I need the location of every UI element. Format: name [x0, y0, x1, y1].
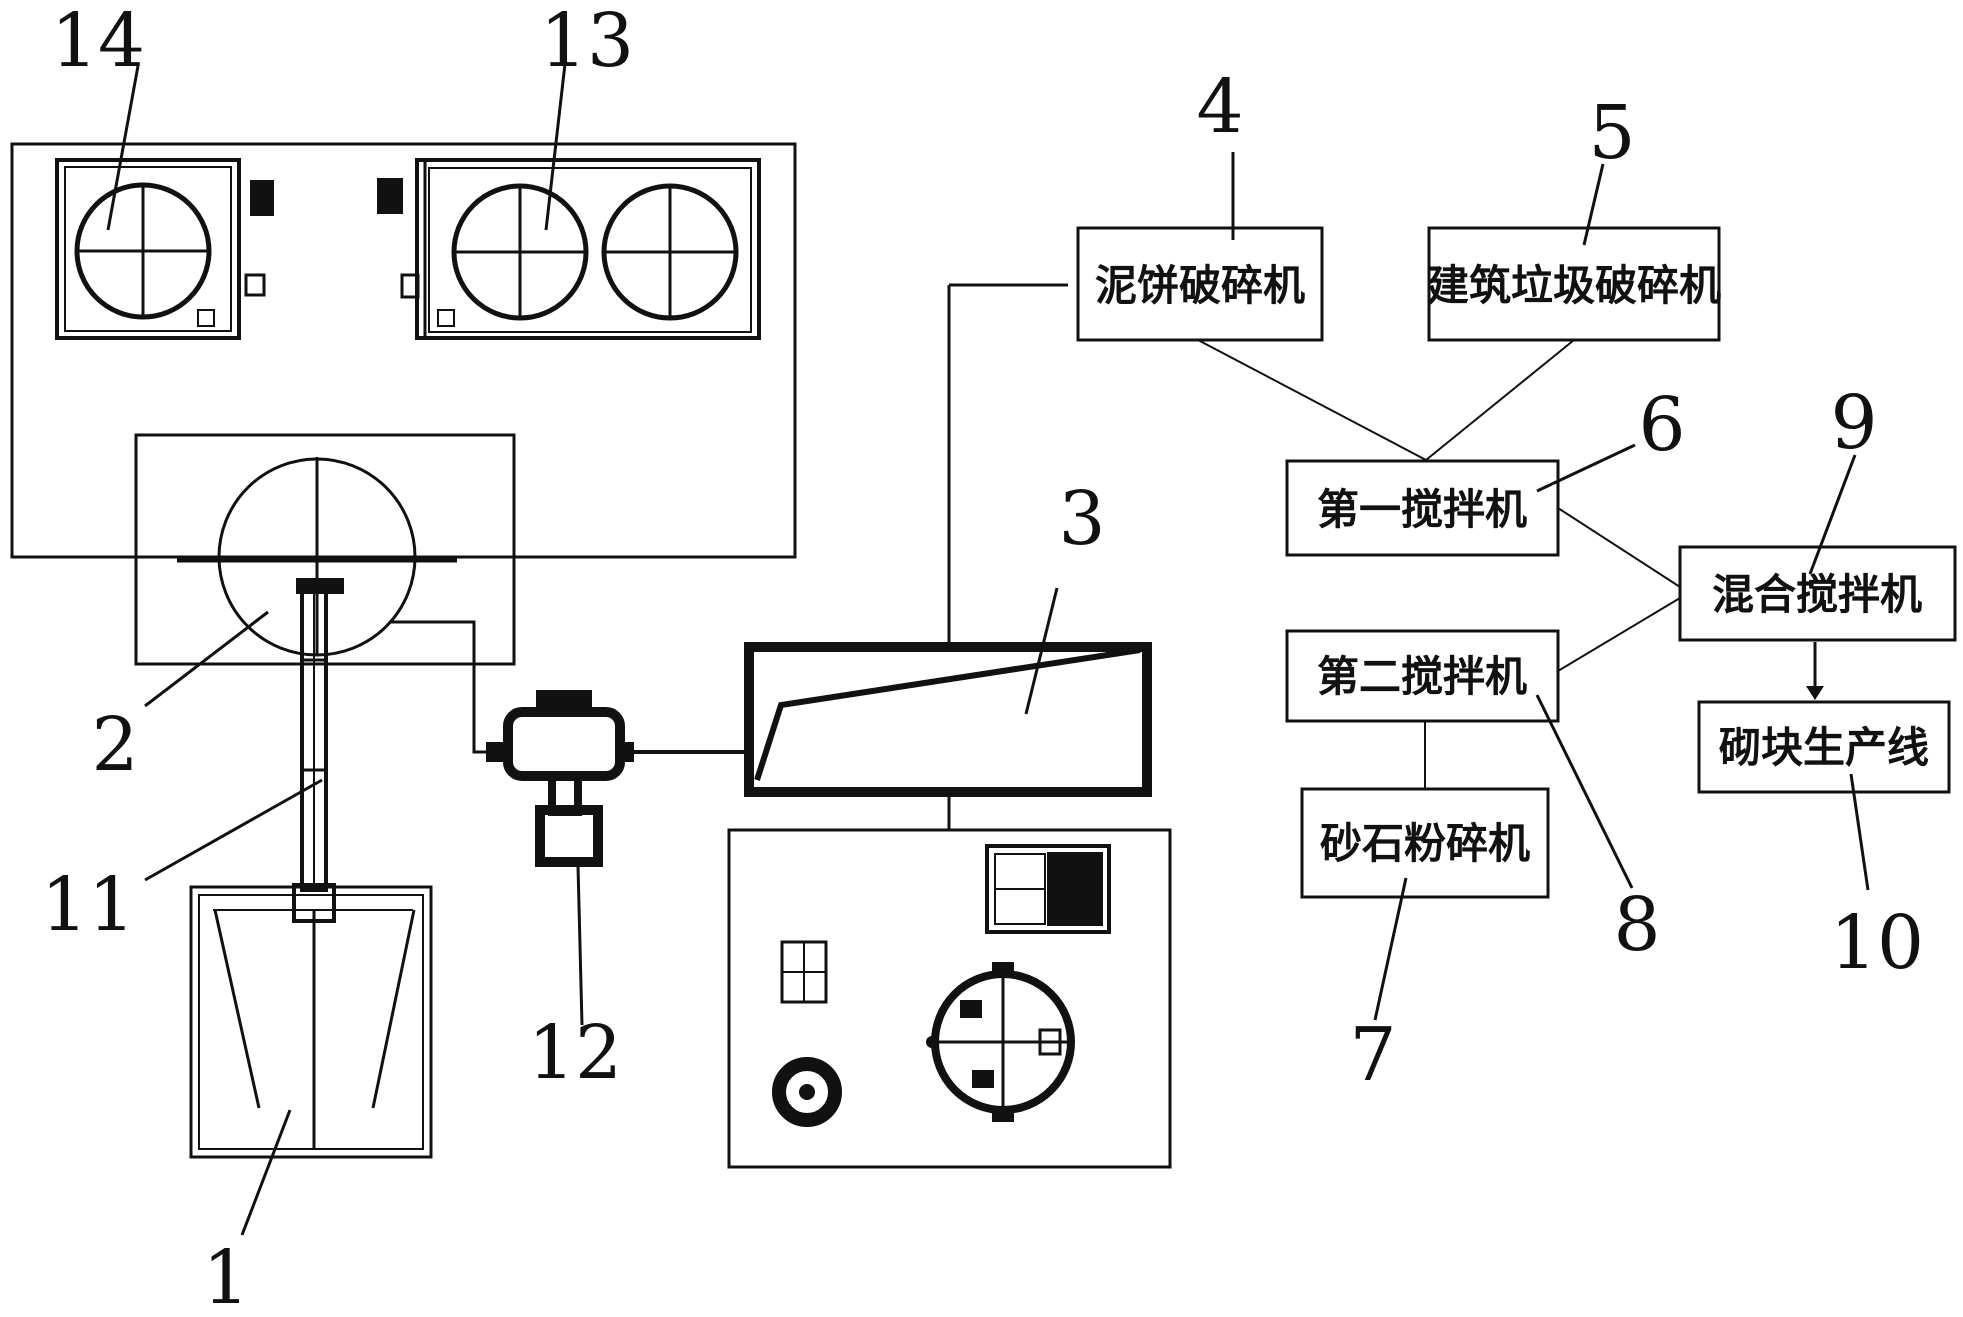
label-brick-production-line: 砌块生产线	[1719, 723, 1929, 772]
box-mixing-mixer	[1678, 545, 1957, 642]
ref-11: 11	[41, 862, 135, 948]
box-second-mixer	[1285, 629, 1560, 723]
label-first-mixer: 第一搅拌机	[1317, 485, 1527, 534]
leader-lines	[106, 63, 1870, 1236]
pump-12	[486, 690, 746, 867]
ref-1: 1	[202, 1235, 249, 1317]
box-construction-waste-crusher	[1427, 226, 1721, 342]
filter-press-unit-14	[55, 158, 274, 340]
box-mud-cake-crusher	[1076, 226, 1324, 342]
label-mud-cake-crusher: 泥饼破碎机	[1095, 261, 1305, 310]
label-sand-stone-crusher: 砂石粉碎机	[1320, 819, 1530, 868]
label-construction-waste-crusher: 建筑垃圾破碎机	[1427, 261, 1721, 310]
ref-14: 14	[51, 0, 145, 84]
drive-cabinet	[727, 828, 1172, 1169]
ref-10: 10	[1830, 900, 1924, 986]
ref-9: 9	[1830, 380, 1877, 466]
ref-12: 12	[528, 1010, 622, 1096]
ref-13: 13	[540, 0, 634, 84]
elevator-11	[292, 578, 344, 923]
ref-7: 7	[1349, 1012, 1396, 1098]
label-mixing-mixer: 混合搅拌机	[1712, 570, 1922, 619]
ref-8: 8	[1613, 882, 1660, 968]
ref-3: 3	[1058, 476, 1105, 562]
ref-6: 6	[1638, 382, 1685, 468]
flow-connectors	[1197, 339, 1824, 789]
box-sand-stone-crusher	[1300, 787, 1550, 899]
arrow-to-production-line	[1806, 686, 1824, 700]
filter-press-unit-13	[377, 158, 761, 340]
box-brick-production-line	[1697, 700, 1951, 794]
dewatering-screen-3	[744, 283, 1152, 830]
ref-4: 4	[1196, 64, 1243, 150]
ref-2: 2	[91, 702, 138, 788]
sedimentation-tank-1	[189, 885, 433, 1159]
label-second-mixer: 第二搅拌机	[1317, 652, 1527, 701]
ref-5: 5	[1588, 90, 1635, 176]
filter-press-frame	[10, 142, 797, 559]
box-first-mixer	[1285, 459, 1560, 557]
